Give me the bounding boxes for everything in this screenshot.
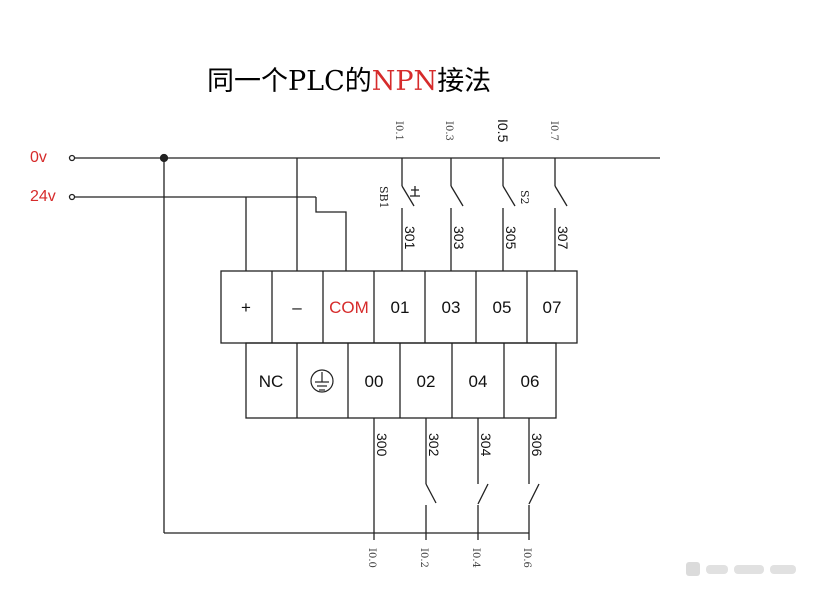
terminal-06: 06	[521, 372, 540, 391]
switch-bottom-4	[528, 483, 540, 505]
switch-top-3	[502, 185, 516, 207]
supply-0v-label: 0v	[30, 149, 47, 166]
terminal-07: 07	[543, 298, 562, 317]
wire-label-301: 301	[402, 226, 418, 250]
terminal-02: 02	[417, 372, 436, 391]
terminal-05: 05	[493, 298, 512, 317]
title-part2: NPN	[372, 66, 437, 97]
switch-label-sb1: SB1	[377, 186, 390, 209]
terminal-24v	[68, 193, 76, 201]
terminal-03: 03	[442, 298, 461, 317]
wire-label-302: 302	[426, 433, 442, 457]
supply-24v-label: 24v	[30, 188, 56, 205]
address-i0-3: I0.3	[443, 121, 454, 141]
terminal-nc: NC	[259, 372, 284, 391]
bottom-terminal-row	[245, 342, 557, 419]
switch-top-1	[401, 185, 415, 207]
terminal-plus: +	[241, 298, 251, 317]
watermark-blur	[686, 562, 796, 576]
wire-label-306: 306	[529, 433, 545, 457]
diagram-title: 同一个PLC的NPN接法	[207, 66, 491, 97]
wire-label-307: 307	[555, 226, 571, 250]
switch-top-2	[450, 185, 464, 207]
terminal-com: COM	[329, 298, 369, 317]
terminal-01: 01	[391, 298, 410, 317]
address-i0-1: I0.1	[393, 121, 404, 141]
title-part1: 同一个PLC的	[207, 66, 372, 97]
terminal-04: 04	[469, 372, 488, 391]
wire-label-305: 305	[503, 226, 519, 250]
address-i0-6: I0.6	[521, 548, 532, 568]
switch-bottom-2	[425, 483, 437, 504]
address-i0-7: I0.7	[548, 121, 559, 141]
switch-label-s2: S2	[518, 190, 531, 205]
pushbutton-mark	[410, 186, 420, 197]
switch-top-4	[554, 185, 568, 207]
wire-label-300: 300	[374, 433, 390, 457]
address-i0-4: I0.4	[470, 548, 481, 568]
terminal-0v	[68, 154, 76, 162]
address-i0-0: I0.0	[366, 548, 377, 568]
ground-icon	[310, 369, 334, 393]
address-i0-5: I0.5	[495, 119, 511, 143]
address-i0-2: I0.2	[418, 548, 429, 568]
wire-label-304: 304	[478, 433, 494, 457]
wire-com	[315, 197, 347, 271]
wiring	[68, 153, 660, 540]
wire-label-303: 303	[451, 226, 467, 250]
terminal-minus: –	[292, 298, 302, 317]
switch-bottom-3	[477, 483, 489, 505]
terminal-00: 00	[365, 372, 384, 391]
title-part3: 接法	[437, 66, 491, 97]
